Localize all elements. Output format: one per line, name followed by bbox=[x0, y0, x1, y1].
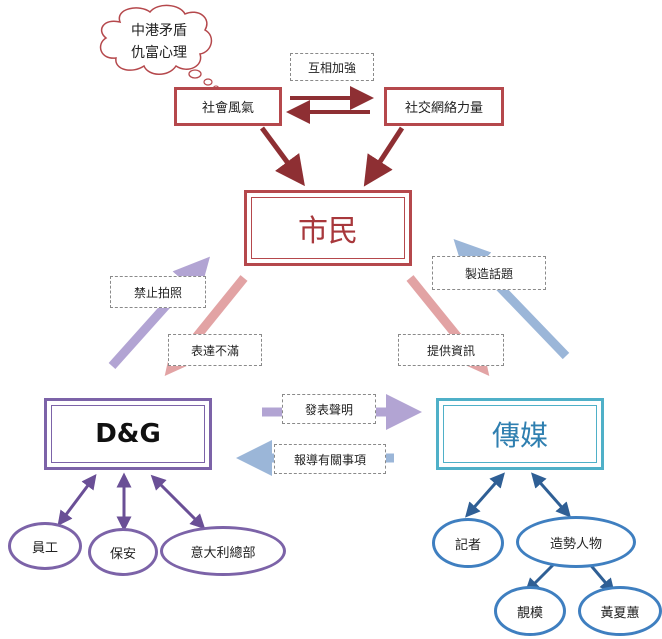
node-reporters: 記者 bbox=[432, 518, 504, 568]
node-dg: D&G bbox=[44, 398, 212, 470]
node-influencers: 造勢人物 bbox=[516, 516, 636, 568]
node-media: 傳媒 bbox=[436, 398, 604, 470]
node-media-label: 傳媒 bbox=[443, 405, 597, 463]
label-provide-info: 提供資訊 bbox=[398, 334, 504, 366]
label-express-discontent: 表達不滿 bbox=[168, 334, 262, 366]
arrow-influencers-models bbox=[524, 560, 558, 594]
node-employees: 員工 bbox=[8, 522, 82, 570]
label-create-topic: 製造話題 bbox=[432, 256, 546, 290]
arrow-network-to-citizens bbox=[363, 126, 405, 187]
node-dg-label: D&G bbox=[51, 405, 205, 463]
cloud-line-1: 中港矛盾 bbox=[131, 23, 187, 39]
arrow-media-reporters bbox=[465, 472, 505, 518]
arrow-dg-employees bbox=[57, 474, 97, 526]
arrow-dg-italy bbox=[150, 474, 206, 530]
node-wong: 黃夏蕙 bbox=[578, 586, 662, 636]
node-citizens: 市民 bbox=[244, 190, 412, 266]
node-citizens-label: 市民 bbox=[251, 197, 405, 259]
arrow-society-to-citizens bbox=[259, 126, 305, 187]
node-italy-hq: 意大利總部 bbox=[160, 526, 286, 576]
label-ban-photo: 禁止拍照 bbox=[110, 276, 206, 308]
thought-cloud bbox=[99, 4, 220, 91]
cloud-line-2: 仇富心理 bbox=[131, 45, 187, 61]
label-report-events: 報導有關事項 bbox=[274, 444, 386, 474]
label-reinforce: 互相加強 bbox=[290, 53, 374, 81]
node-society: 社會風氣 bbox=[174, 87, 282, 126]
arrow-media-influencers bbox=[531, 472, 571, 518]
node-social-network: 社交網絡力量 bbox=[384, 87, 504, 126]
node-models: 靚模 bbox=[494, 586, 566, 636]
node-security: 保安 bbox=[88, 528, 158, 576]
label-issue-statement: 發表聲明 bbox=[282, 394, 376, 424]
cloud-thought-text: 中港矛盾 仇富心理 bbox=[114, 20, 204, 64]
